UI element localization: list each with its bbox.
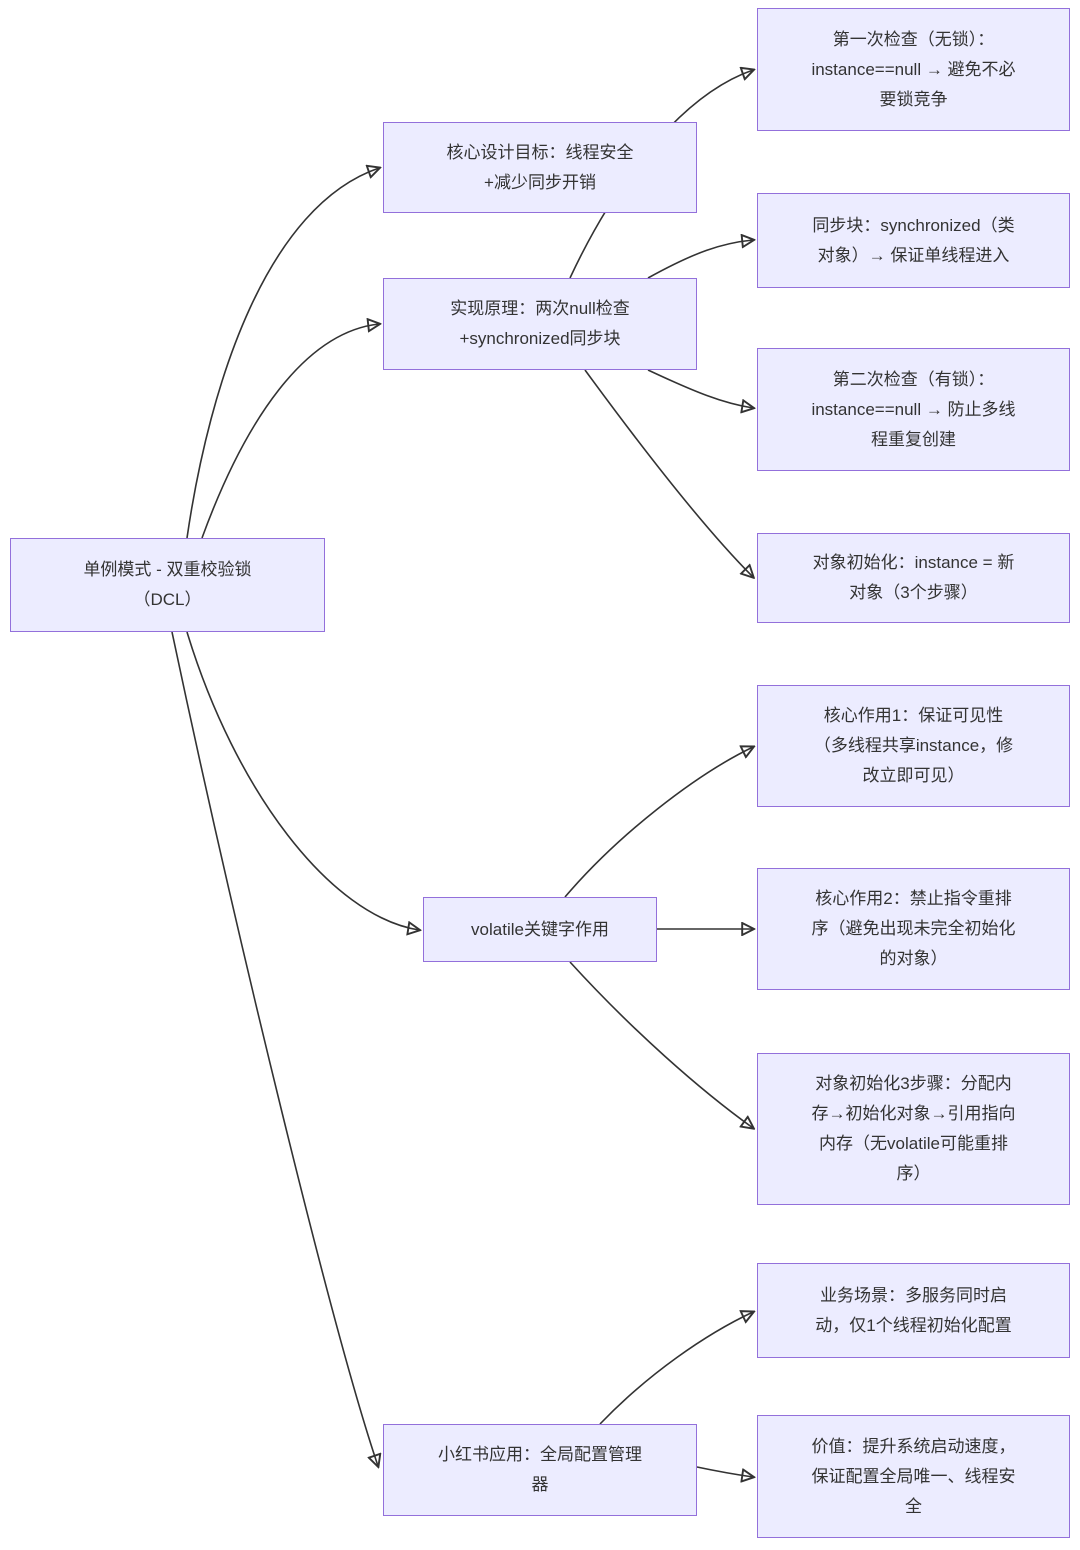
edge-volatile-steps <box>569 961 753 1128</box>
node-check1: 第一次检查（无锁）： instance==null → 避免不必 要锁竞争 <box>757 8 1070 131</box>
node-check2: 第二次检查（有锁）： instance==null → 防止多线 程重复创建 <box>757 348 1070 471</box>
edge-volatile-effect1 <box>564 747 753 898</box>
node-scene: 业务场景：多服务同时启 动，仅1个线程初始化配置 <box>757 1263 1070 1358</box>
node-goal: 核心设计目标：线程安全 +减少同步开销 <box>383 122 697 213</box>
node-value: 价值：提升系统启动速度， 保证配置全局唯一、线程安 全 <box>757 1415 1070 1538</box>
node-principle: 实现原理：两次null检查 +synchronized同步块 <box>383 278 697 370</box>
edge-xhs-value <box>696 1466 753 1477</box>
node-volatile: volatile关键字作用 <box>423 897 657 962</box>
node-effect2: 核心作用2：禁止指令重排 序（避免出现未完全初始化 的对象） <box>757 868 1070 990</box>
edge-root-principle <box>201 324 379 539</box>
node-effect1: 核心作用1：保证可见性 （多线程共享instance，修 改立即可见） <box>757 685 1070 807</box>
edge-principle-check2 <box>647 369 753 408</box>
node-root: 单例模式 - 双重校验锁 （DCL） <box>10 538 325 632</box>
node-xhs: 小红书应用：全局配置管理 器 <box>383 1424 697 1516</box>
node-steps: 对象初始化3步骤：分配内 存→初始化对象→引用指向 内存（无volatile可能… <box>757 1053 1070 1205</box>
edge-principle-init <box>584 369 753 577</box>
edge-principle-sync <box>647 240 753 279</box>
edge-root-xhs <box>171 631 378 1466</box>
edge-root-volatile <box>186 631 419 930</box>
node-init: 对象初始化：instance = 新 对象（3个步骤） <box>757 533 1070 623</box>
node-sync: 同步块：synchronized（类 对象）→ 保证单线程进入 <box>757 193 1070 288</box>
edge-root-goal <box>186 168 379 539</box>
edge-xhs-scene <box>599 1312 753 1425</box>
